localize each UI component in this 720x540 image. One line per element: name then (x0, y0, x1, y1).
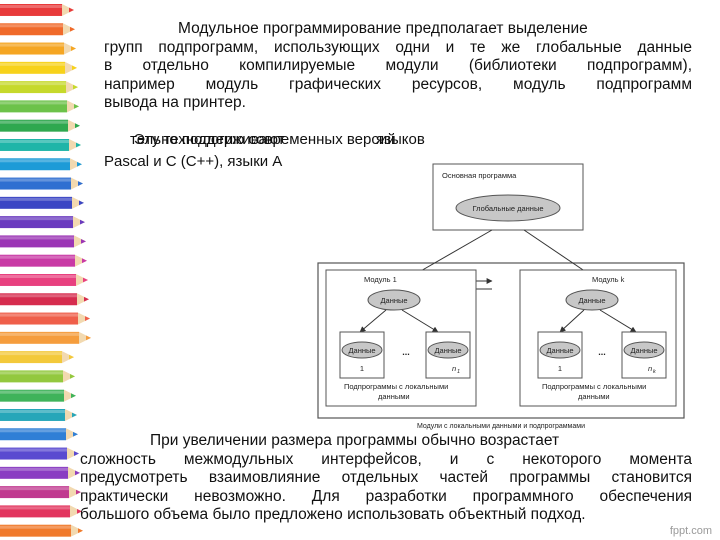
pencil-icon (0, 23, 75, 36)
pencil-icon (0, 216, 85, 229)
conclusion-line: предусмотреть взаимовлияние отдельных ча… (80, 469, 692, 486)
pencil-icon (0, 447, 79, 460)
brand-watermark: fppt.com (669, 525, 712, 537)
intro-line: вывода на принтер. (104, 94, 246, 111)
module-k-title: Модуль k (592, 275, 625, 284)
svg-text:Данные: Данные (348, 346, 375, 355)
language-list-line: Pascal и C (C++), языки A (104, 153, 283, 170)
svg-text:1: 1 (558, 364, 562, 373)
intro-line: групп подпрограмм, использующих одни и т… (104, 38, 692, 56)
overlapping-text-block: тельно поддерживают Эту технологию совре… (104, 131, 444, 173)
diagram-caption: Модули с локальными данными и подпрограм… (417, 423, 585, 430)
module-k-data-ellipse (565, 289, 619, 311)
pencil-icon (0, 428, 78, 441)
svg-text:данными: данными (378, 392, 410, 401)
conclusion-paragraph: При увеличении размера программы обычно … (80, 432, 692, 525)
svg-text:Подпрограммы с локальными: Подпрограммы с локальными (542, 382, 646, 391)
pencil-icon (0, 42, 76, 55)
pencil-icon (0, 274, 88, 286)
svg-text:1: 1 (360, 364, 364, 373)
module-k-data-label: Данные (578, 296, 605, 305)
pencil-icon (0, 139, 81, 151)
pencil-icon (0, 486, 81, 499)
pencil-icon (0, 351, 74, 364)
pencil-icon (0, 312, 90, 325)
arrow-to-module-k (523, 229, 593, 277)
svg-text:Подпрограммы с локальными: Подпрограммы с локальными (344, 382, 448, 391)
svg-text:n: n (452, 364, 456, 373)
module-1-data-ellipse (367, 289, 421, 311)
pencil-icon (0, 293, 89, 306)
svg-text:k: k (653, 369, 656, 375)
conclusion-line: При увеличении размера программы обычно … (150, 432, 560, 449)
svg-text:...: ... (402, 347, 410, 357)
svg-text:1: 1 (457, 369, 460, 375)
pencil-icon (0, 158, 82, 171)
pencil-icon (0, 235, 86, 248)
overlapping-text-layer-b: Эту технологию современных версий (134, 131, 396, 148)
svg-text:n: n (648, 364, 652, 373)
pencil-icon (0, 409, 77, 421)
pencil-icon (0, 389, 76, 402)
pencil-icon (0, 61, 77, 74)
pencil-icon (0, 254, 87, 267)
colored-pencils-decoration (0, 4, 91, 537)
conclusion-line: большого объема было предложено использо… (80, 506, 586, 523)
global-data-label: Глобальные данные (472, 204, 543, 213)
conclusion-line: практически невозможно. Для разработки п… (80, 487, 692, 505)
main-program-label: Основная программа (442, 171, 517, 180)
pencil-icon (0, 100, 79, 113)
overlapping-text-layer-c: языков (376, 131, 425, 148)
conclusion-line: сложность межмодульных интерфейсов, и с … (80, 450, 692, 468)
intro-paragraph: Модульное программирование предполагает … (104, 20, 692, 113)
svg-text:Данные: Данные (434, 346, 461, 355)
intro-line: в отдельно компилируемые модули (библиот… (104, 57, 692, 74)
svg-text:Данные: Данные (630, 346, 657, 355)
svg-text:Данные: Данные (546, 346, 573, 355)
pencil-icon (0, 505, 82, 518)
pencil-icon (0, 370, 75, 383)
pencil-icon (0, 331, 91, 344)
pencil-icon (0, 81, 78, 94)
module-1-title: Модуль 1 (364, 275, 397, 284)
pencil-icon (0, 196, 84, 209)
intro-line: Модульное программирование предполагает … (178, 20, 588, 37)
svg-text:данными: данными (578, 392, 610, 401)
pencil-icon (0, 119, 80, 132)
pencil-icon (0, 524, 83, 537)
intro-line: например модуль графических ресурсов, мо… (104, 75, 692, 93)
global-data-ellipse (455, 194, 561, 222)
pencil-icon (0, 466, 80, 479)
overlapping-text-layer-a: тельно поддерживают (130, 131, 285, 148)
module-1-data-label: Данные (380, 296, 407, 305)
pencil-icon (0, 177, 83, 190)
arrow-to-module-1 (411, 229, 493, 277)
diagram-outer-frame (317, 262, 685, 419)
pencil-icon (0, 4, 74, 16)
svg-text:...: ... (598, 347, 606, 357)
module-structure-diagram: Основная программа Глобальные данные Мод… (317, 163, 685, 430)
